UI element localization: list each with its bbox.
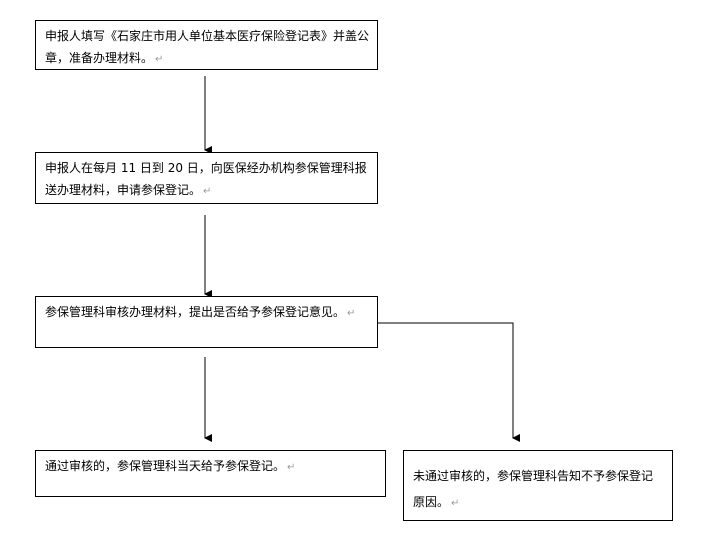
step-approved-text: 通过审核的，参保管理科当天给予参保登记。 [45, 459, 286, 473]
return-mark-icon: ↵ [155, 54, 164, 65]
step-rejected-text: 未通过审核的，参保管理科告知不予参保登记原因。 [413, 469, 654, 509]
return-mark-icon: ↵ [451, 498, 460, 509]
step-submit-materials-text: 申报人在每月 11 日到 20 日，向医保经办机构参保管理科报送办理材料，申请参… [45, 161, 367, 197]
step-fill-registration-form: 申报人填写《石家庄市用人单位基本医疗保险登记表》并盖公章，准备办理材料。↵ [35, 20, 378, 70]
step-approved: 通过审核的，参保管理科当天给予参保登记。↵ [35, 450, 386, 497]
step-rejected: 未通过审核的，参保管理科告知不予参保登记原因。↵ [403, 450, 673, 521]
arrow-step3-to-rejected [378, 322, 520, 442]
step-submit-materials: 申报人在每月 11 日到 20 日，向医保经办机构参保管理科报送办理材料，申请参… [35, 152, 378, 204]
return-mark-icon: ↵ [203, 186, 212, 197]
step-fill-registration-form-text: 申报人填写《石家庄市用人单位基本医疗保险登记表》并盖公章，准备办理材料。 [45, 29, 370, 65]
return-mark-icon: ↵ [347, 308, 356, 319]
step-review-materials-text: 参保管理科审核办理材料，提出是否给予参保登记意见。 [45, 305, 346, 319]
step-review-materials: 参保管理科审核办理材料，提出是否给予参保登记意见。↵ [35, 296, 378, 348]
return-mark-icon: ↵ [287, 462, 296, 473]
